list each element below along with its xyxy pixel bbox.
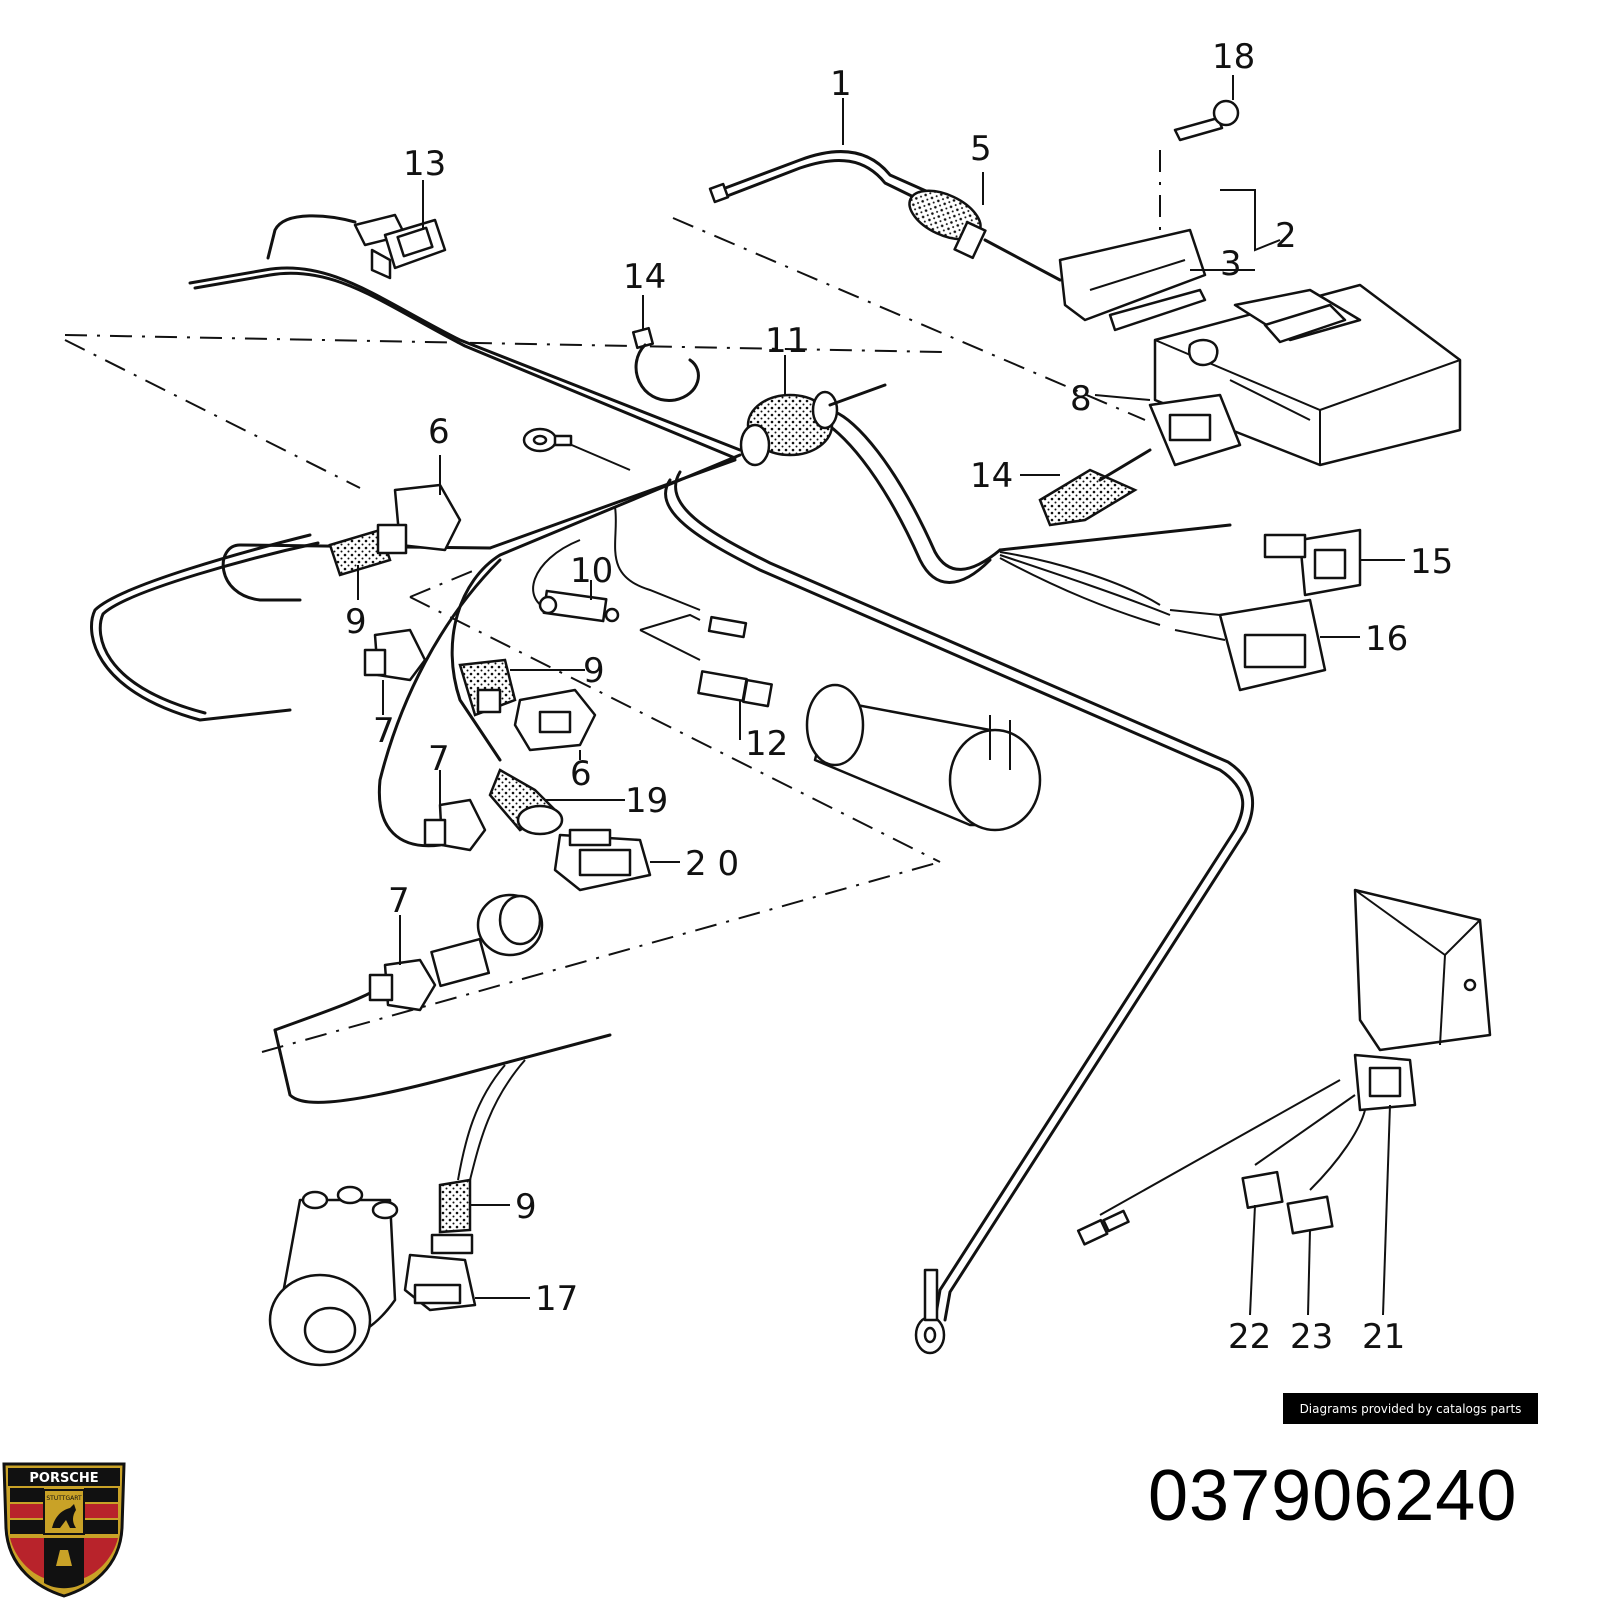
callout-3: 3 (1220, 244, 1242, 284)
svg-text:PORSCHE: PORSCHE (29, 1471, 98, 1486)
part-11-grommet (739, 383, 887, 467)
ground-eyelet (914, 1268, 946, 1355)
callout-labels: 1 2 3 5 6 6 7 7 7 8 9 9 9 10 11 12 13 14… (345, 37, 1453, 1357)
part-23-terminal (1286, 1195, 1334, 1235)
callout-9-middle: 9 (583, 651, 605, 691)
callout-12: 12 (745, 724, 788, 764)
callout-7-c: 7 (388, 881, 410, 921)
part-2-plug (983, 228, 1207, 332)
part-15-connector (1263, 528, 1362, 597)
part-19-plug (488, 768, 564, 836)
part-10-connector (538, 589, 620, 623)
callout-16: 16 (1365, 619, 1408, 659)
reference-lines (64, 150, 1161, 1053)
porsche-crest-logo: PORSCHE STUTTGART (2, 1462, 126, 1598)
callout-1: 1 (830, 64, 852, 104)
callout-8: 8 (1070, 379, 1092, 419)
callout-9-upper: 9 (345, 602, 367, 642)
spade-terminal (1076, 1209, 1130, 1246)
part-14-clip (631, 326, 700, 402)
leader-lines (357, 75, 1405, 1316)
callout-20: 2 0 (685, 844, 739, 884)
callout-11: 11 (765, 321, 808, 361)
part-9-plug-middle (458, 658, 517, 717)
callout-21: 21 (1362, 1317, 1405, 1357)
part-20-connector (553, 828, 652, 892)
callout-13: 13 (403, 144, 446, 184)
part-number: 037906240 (1148, 1456, 1518, 1536)
part-7-connector-c (368, 958, 437, 1012)
callout-6-lower: 6 (570, 754, 592, 794)
callout-18: 18 (1212, 37, 1255, 77)
callout-19: 19 (625, 781, 668, 821)
part-7-connector-b (423, 798, 487, 852)
part-7-connector-a (363, 628, 427, 682)
part-5-grommet (908, 189, 987, 260)
callout-17: 17 (535, 1279, 578, 1319)
part-17-connector (403, 1253, 477, 1312)
part-16-connector (1169, 598, 1327, 692)
callout-5: 5 (970, 129, 992, 169)
part-14-sleeve (1038, 448, 1152, 527)
eyelet-terminal (522, 427, 573, 453)
callout-23: 23 (1290, 1317, 1333, 1357)
part-6-connector-lower (513, 688, 597, 752)
callout-7-a: 7 (373, 711, 395, 751)
svg-text:STUTTGART: STUTTGART (46, 1495, 82, 1502)
part-6-connector-upper (328, 483, 462, 577)
part-8-connector (1148, 393, 1242, 467)
callout-2: 2 (1275, 216, 1297, 256)
harness-wires (90, 214, 1366, 1322)
callout-15: 15 (1410, 542, 1453, 582)
part-21-connector (1353, 1053, 1417, 1112)
part-9-plug-lower (430, 1178, 474, 1255)
relay-box (1353, 888, 1492, 1052)
ignition-coil (805, 683, 1042, 832)
callout-14-sleeve: 14 (970, 456, 1013, 496)
diagram-credit-badge: Diagrams provided by catalogs parts (1283, 1393, 1538, 1424)
part-18-screw (1173, 99, 1240, 142)
part-13-connector (353, 213, 447, 280)
part-22-terminal (1241, 1170, 1284, 1209)
callout-14-clip: 14 (623, 257, 666, 297)
temperature-sensor (430, 893, 544, 988)
distributor (268, 1185, 399, 1367)
callout-22: 22 (1228, 1317, 1271, 1357)
callout-9-lower: 9 (515, 1187, 537, 1227)
part-1-cable (708, 150, 937, 207)
callout-10: 10 (570, 551, 613, 591)
part-12-connector (697, 615, 773, 708)
callout-6-upper: 6 (428, 412, 450, 452)
callout-7-b: 7 (428, 739, 450, 779)
